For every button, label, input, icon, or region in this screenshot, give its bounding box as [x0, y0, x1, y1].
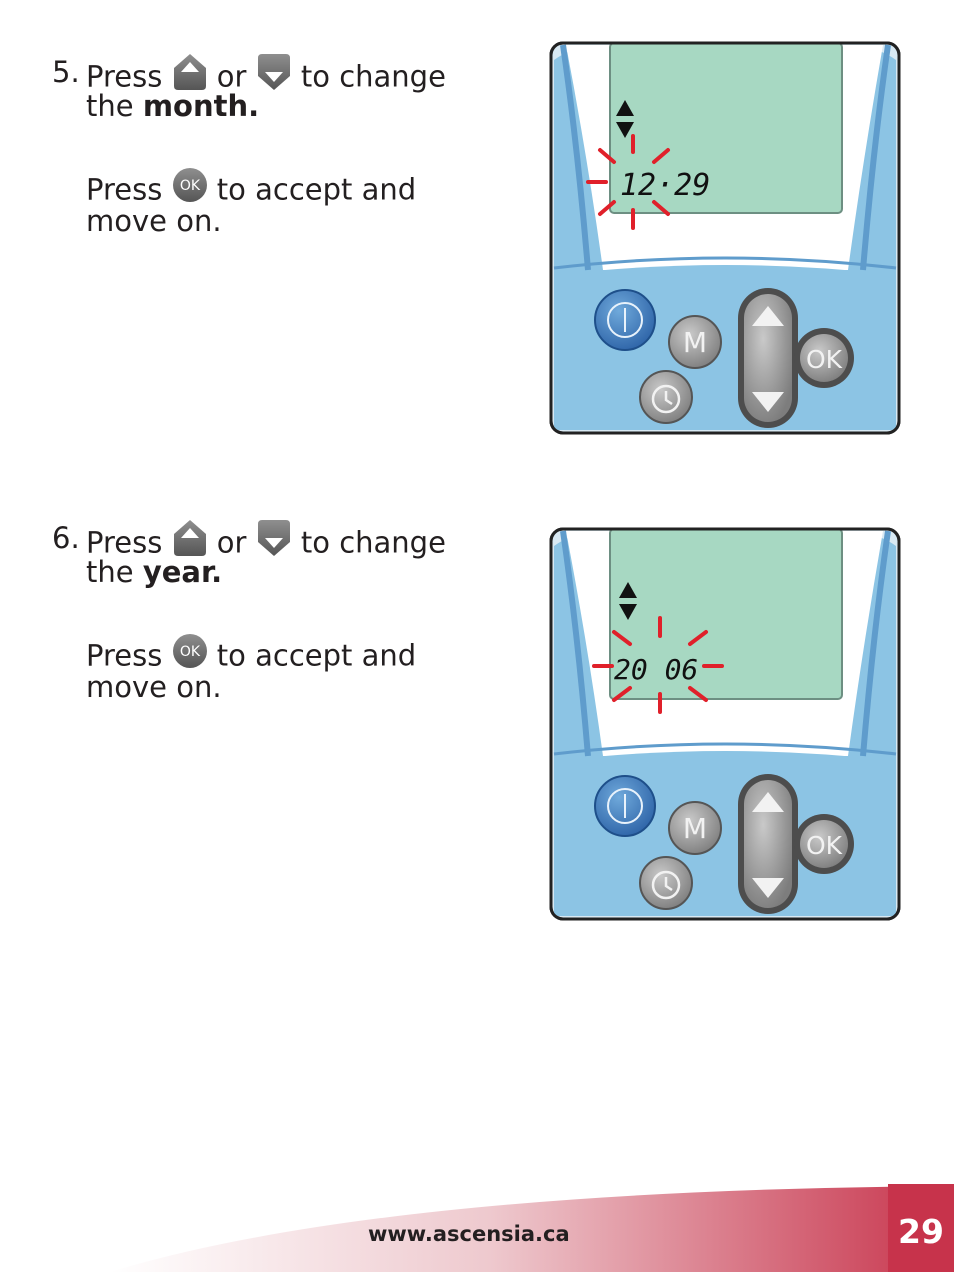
target-field: month. [142, 89, 260, 123]
blink-rays-icon [592, 616, 724, 714]
move-on-text: move on. [86, 670, 222, 704]
step-number: 5. [52, 55, 80, 89]
meter-illustration-month: 12·29 M OK [548, 40, 901, 436]
press-text: Press [86, 172, 163, 207]
or-text: or [216, 59, 247, 94]
the-text: the [86, 555, 134, 589]
step-line-1: Press or to change [86, 52, 446, 102]
svg-text:OK: OK [179, 644, 200, 660]
up-button-icon [172, 518, 208, 565]
accept-text: to accept and [216, 172, 417, 207]
down-button-icon [256, 518, 292, 565]
step-line-2: the year. [86, 555, 222, 589]
ok-button-icon: OK [172, 633, 208, 676]
footer-swoosh [110, 1184, 954, 1272]
svg-text:20 06: 20 06 [614, 653, 698, 686]
press-text: Press [86, 525, 163, 560]
clock-icon [639, 856, 693, 910]
to-change-text: to change [300, 59, 446, 94]
svg-text:12·29: 12·29 [620, 168, 710, 203]
or-text: or [216, 525, 247, 560]
move-on-text: move on. [86, 204, 222, 238]
clock-icon [639, 370, 693, 424]
svg-text:OK: OK [806, 345, 843, 374]
step-line-4: move on. [86, 204, 222, 238]
svg-text:M: M [683, 326, 707, 359]
step-line-2: the month. [86, 89, 259, 123]
svg-text:OK: OK [806, 831, 843, 860]
step-line-1: Press or to change [86, 518, 446, 568]
step-line-3: Press OK to accept and [86, 167, 417, 213]
the-text: the [86, 89, 134, 123]
svg-text:M: M [683, 812, 707, 845]
page-number: 29 [898, 1212, 944, 1251]
target-field: year. [142, 555, 223, 589]
power-icon [594, 775, 656, 837]
power-icon [594, 289, 656, 351]
down-button-icon [256, 52, 292, 99]
meter-illustration-year: 20 06 M OK [548, 526, 901, 922]
ok-button-icon: OK [172, 167, 208, 210]
step-line-3: Press OK to accept and [86, 633, 417, 679]
blink-rays-icon [586, 134, 670, 230]
step-number: 6. [52, 521, 80, 555]
accept-text: to accept and [216, 638, 417, 673]
svg-text:OK: OK [179, 178, 200, 194]
step-line-4: move on. [86, 670, 222, 704]
to-change-text: to change [300, 525, 446, 560]
footer-url[interactable]: www.ascensia.ca [368, 1222, 570, 1246]
press-text: Press [86, 638, 163, 673]
up-button-icon [172, 52, 208, 99]
press-text: Press [86, 59, 163, 94]
